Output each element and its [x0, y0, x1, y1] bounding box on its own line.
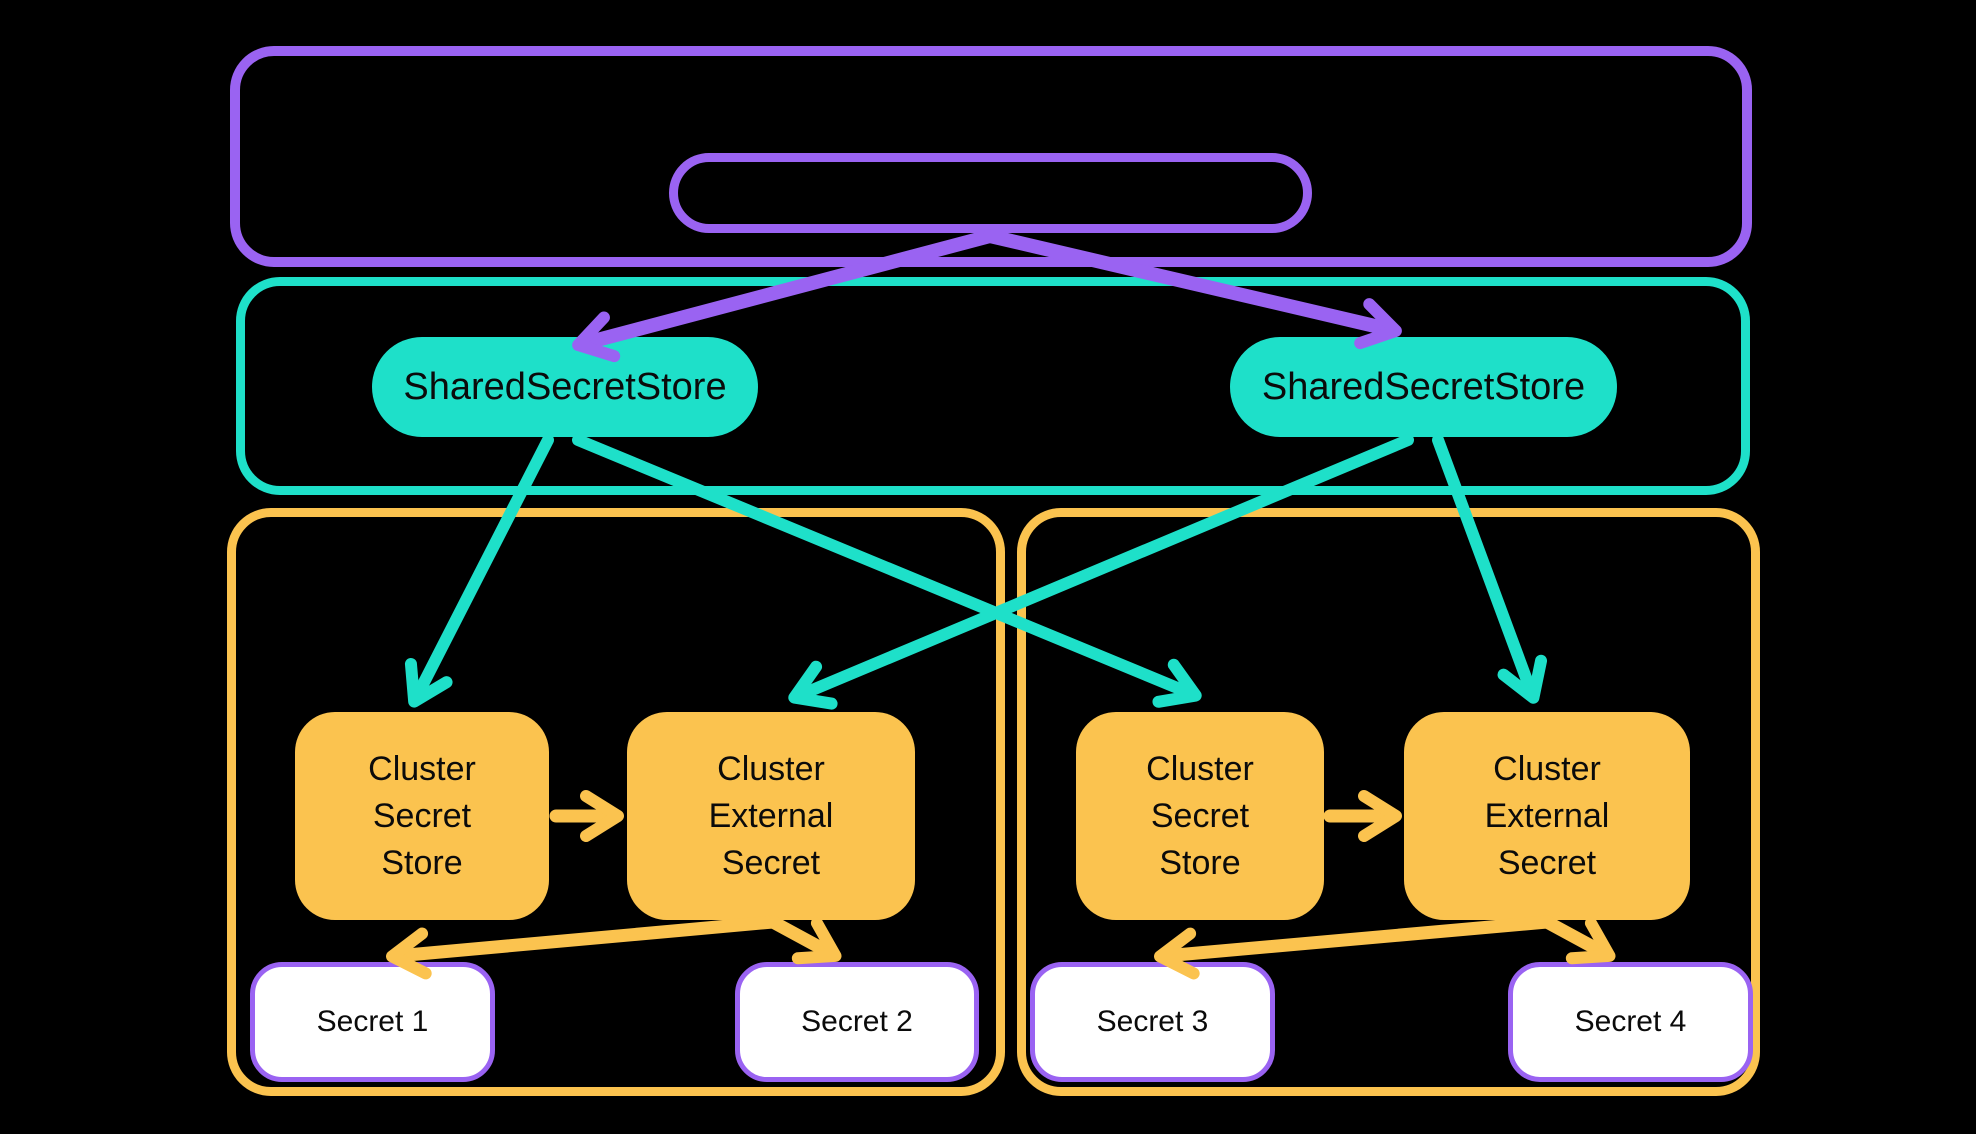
secret-2-pill: Secret 2 — [735, 962, 979, 1082]
label-line: Secret — [721, 843, 821, 882]
cluster-external-secret-right-label: Cluster External Secret — [1485, 746, 1610, 887]
cluster-secret-store-left: Cluster Secret Store — [295, 712, 549, 920]
shared-secret-store-right: SharedSecretStore — [1230, 337, 1617, 437]
label-line: Secret — [372, 796, 472, 835]
cluster-external-secret-right: Cluster External Secret — [1404, 712, 1690, 920]
label-line: External — [708, 796, 834, 835]
label-line: Store — [381, 843, 463, 882]
label-line: Cluster — [717, 749, 825, 788]
label-line: Cluster — [368, 749, 476, 788]
cluster-secret-store-left-label: Cluster Secret Store — [368, 746, 476, 887]
label-line: Cluster — [1146, 749, 1254, 788]
secret-3-pill: Secret 3 — [1030, 962, 1275, 1082]
label-line: Secret — [1150, 796, 1250, 835]
label-line: External — [1484, 796, 1610, 835]
label-line: Store — [1159, 843, 1241, 882]
label-line: Secret — [1497, 843, 1597, 882]
cluster-external-secret-left-label: Cluster External Secret — [709, 746, 834, 887]
label-line: Cluster — [1493, 749, 1601, 788]
shared-secret-store-left: SharedSecretStore — [372, 337, 758, 437]
cluster-secret-store-right-label: Cluster Secret Store — [1146, 746, 1254, 887]
top-inner-pill — [669, 153, 1312, 233]
secret-4-pill: Secret 4 — [1508, 962, 1753, 1082]
cluster-external-secret-left: Cluster External Secret — [627, 712, 915, 920]
cluster-secret-store-right: Cluster Secret Store — [1076, 712, 1324, 920]
secret-1-pill: Secret 1 — [250, 962, 495, 1082]
